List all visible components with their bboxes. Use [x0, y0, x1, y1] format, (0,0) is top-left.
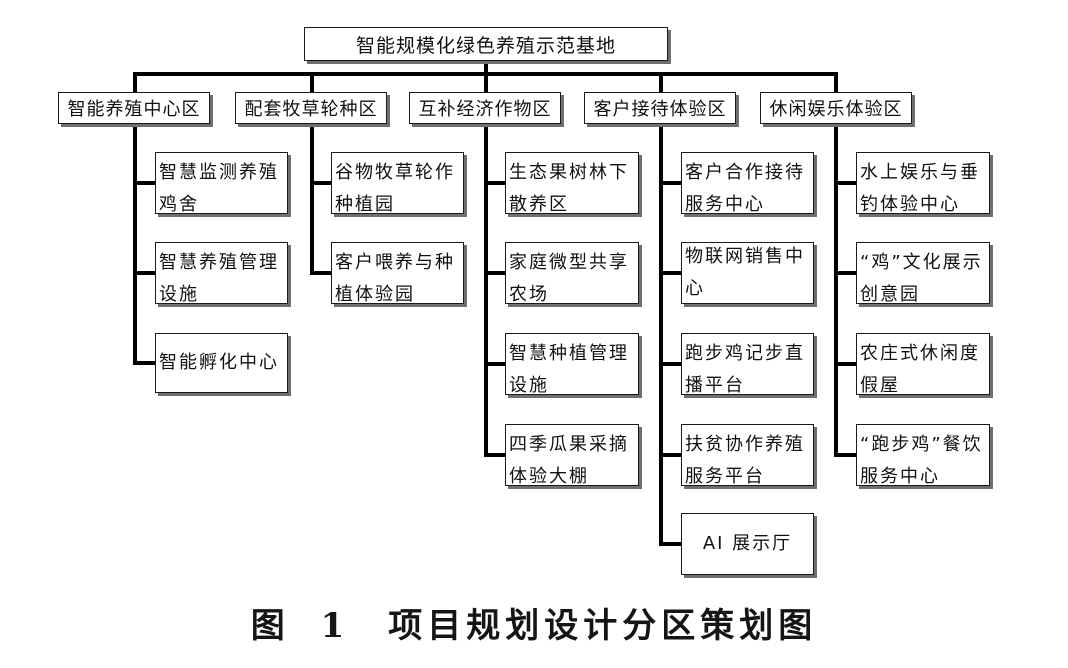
- item-chicken-culture-park: “鸡”文化展示创意园: [856, 242, 990, 304]
- zone-reception: 客户接待体验区: [584, 92, 736, 124]
- zone-leisure: 休闲娱乐体验区: [760, 92, 912, 124]
- item-poverty-alleviation-platform: 扶贫协作养殖服务平台: [681, 424, 814, 486]
- item-orchard-free-range: 生态果树林下散养区: [505, 152, 639, 214]
- root-node: 智能规模化绿色养殖示范基地: [304, 27, 668, 61]
- zone-cash-crops: 互补经济作物区: [409, 92, 561, 124]
- zone-forage-rotation: 配套牧草轮种区: [235, 92, 387, 124]
- item-water-fishing-center: 水上娱乐与垂钓体验中心: [856, 152, 990, 214]
- zone-smart-breeding: 智能养殖中心区: [58, 92, 210, 124]
- item-feeding-planting-garden: 客户喂养与种植体验园: [331, 242, 464, 304]
- item-ai-exhibition-hall: AI 展示厅: [681, 513, 814, 575]
- item-reception-service-center: 客户合作接待服务中心: [681, 152, 814, 214]
- item-fruit-picking-greenhouse: 四季瓜果采摘体验大棚: [505, 424, 639, 486]
- item-running-chicken-live-platform: 跑步鸡记步直播平台: [681, 333, 814, 395]
- item-smart-breeding-facility: 智慧养殖管理设施: [155, 242, 288, 304]
- item-farmhouse-resort: 农庄式休闲度假屋: [856, 333, 990, 395]
- item-iot-sales-center: 物联网销售中心: [681, 242, 814, 304]
- figure-caption: 图 1 项目规划设计分区策划图: [250, 606, 818, 646]
- item-smart-monitor-coop: 智慧监测养殖鸡舍: [155, 152, 288, 214]
- item-smart-planting-facility: 智慧种植管理设施: [505, 333, 639, 395]
- item-restaurant-center: “跑步鸡”餐饮服务中心: [856, 424, 990, 486]
- item-shared-farm: 家庭微型共享农场: [505, 242, 639, 304]
- item-smart-hatchery: 智能孵化中心: [155, 333, 288, 393]
- item-grain-forage-garden: 谷物牧草轮作种植园: [331, 152, 464, 214]
